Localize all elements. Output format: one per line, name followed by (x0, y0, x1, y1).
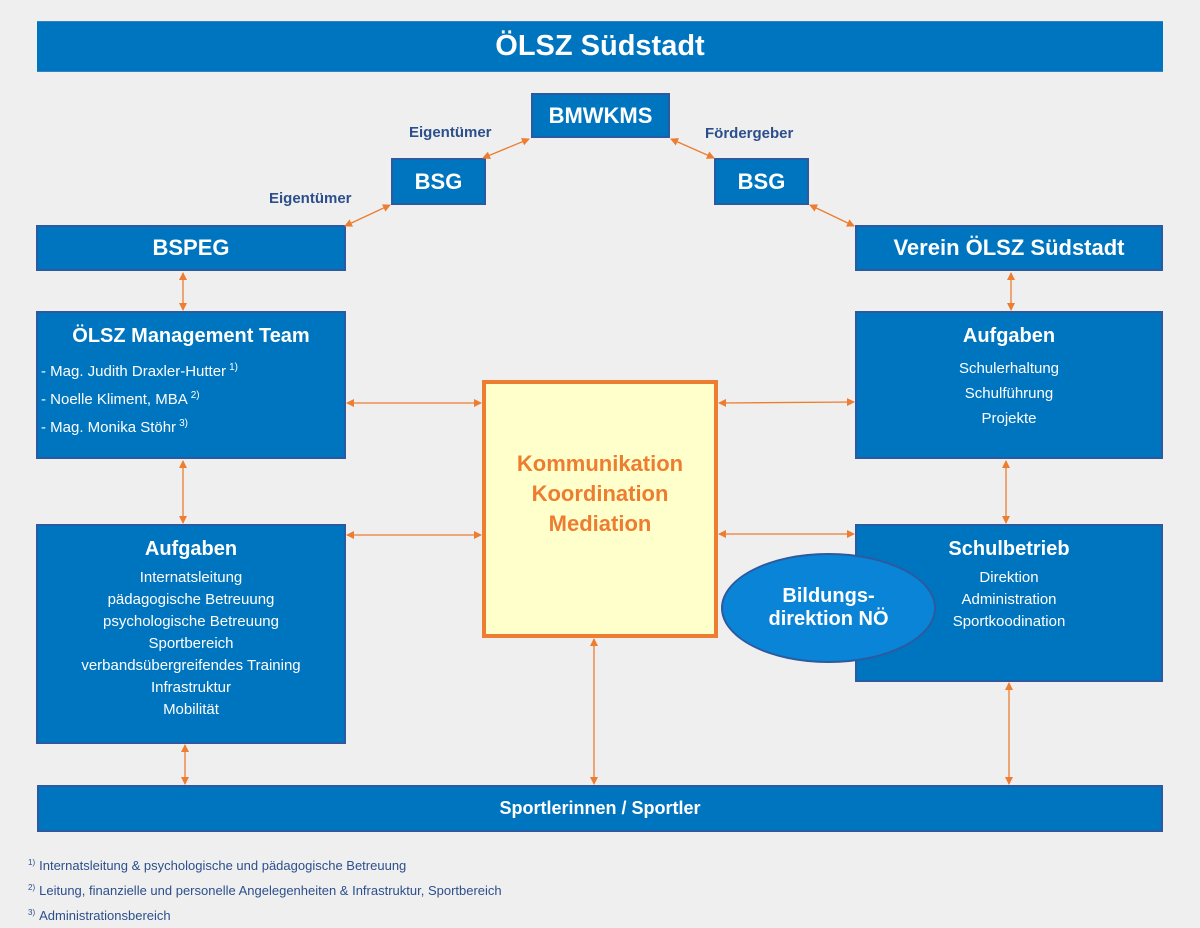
footnote-text: Administrationsbereich (39, 908, 171, 923)
aufgaben-left-item: Internatsleitung (139, 569, 243, 586)
aufgaben-right-item: Schulführung (964, 385, 1054, 402)
aufgaben-right-item: Schulerhaltung (958, 360, 1060, 377)
node-center-kommunikation: Kommunikation Koordination Mediation (482, 380, 718, 638)
footnote-item: 2)Leitung, finanzielle und personelle An… (28, 877, 502, 902)
connector-bsg-right-verein (809, 204, 855, 227)
center-line: Kommunikation (516, 451, 684, 476)
node-bspeg: BSPEG (36, 225, 346, 271)
footnote-item: 1)Internatsleitung & psychologische und … (28, 852, 502, 877)
aufgaben-left-item: psychologische Betreuung (103, 613, 279, 630)
connector-center-aufgaben-right (718, 398, 855, 407)
connector-bsg-left-bspeg (344, 204, 391, 227)
node-management-team: ÖLSZ Management Team - Mag. Judith Draxl… (36, 311, 346, 459)
member-name: - Noelle Kliment, MBA (41, 391, 188, 408)
center-line: Koordination (531, 481, 669, 506)
bildungsdirektion-line: Bildungs- (782, 585, 875, 607)
aufgaben-right-list: Schulerhaltung Schulführung Projekte (857, 356, 1161, 431)
aufgaben-left-item: Mobilität (163, 701, 219, 718)
schulbetrieb-title: Schulbetrieb (948, 538, 1070, 560)
node-bsg-left: BSG (391, 158, 486, 205)
footnote-item: 3)Administrationsbereich (28, 902, 502, 927)
node-verein: Verein ÖLSZ Südstadt (855, 225, 1163, 271)
aufgaben-left-item: Infrastruktur (150, 679, 232, 696)
diagram-title: ÖLSZ Südstadt (37, 21, 1163, 72)
member-footnote-mark: 3) (179, 418, 188, 429)
member-footnote-mark: 1) (229, 362, 238, 373)
aufgaben-left-item: pädagogische Betreuung (107, 591, 275, 608)
member-name: - Mag. Monika Stöhr (41, 419, 177, 436)
footnotes: 1)Internatsleitung & psychologische und … (28, 852, 502, 927)
schulbetrieb-item: Sportkoodination (952, 613, 1066, 630)
footnote-mark: 3) (28, 908, 36, 917)
node-bildungsdirektion: Bildungs- direktion NÖ (721, 553, 936, 663)
member-name: - Mag. Judith Draxler-Hutter (41, 363, 227, 380)
management-title: ÖLSZ Management Team (72, 325, 310, 347)
footnote-text: Leitung, finanzielle und personelle Ange… (39, 883, 502, 898)
aufgaben-right-item: Projekte (981, 410, 1037, 427)
edge-label-eigentuemer-left: Eigentümer (269, 190, 352, 207)
node-bmwkms: BMWKMS (531, 93, 670, 138)
aufgaben-left-item: verbandsübergreifendes Training (81, 657, 301, 674)
schulbetrieb-list: Direktion Administration Sportkoodinatio… (857, 567, 1161, 633)
node-aufgaben-right: Aufgaben Schulerhaltung Schulführung Pro… (855, 311, 1163, 459)
aufgaben-left-title: Aufgaben (144, 538, 238, 560)
connector-bmwkms-bsg-left (482, 137, 530, 160)
bildungsdirektion-line: direktion NÖ (768, 608, 889, 630)
footnote-mark: 2) (28, 883, 36, 892)
node-aufgaben-left: Aufgaben Internatsleitung pädagogische B… (36, 524, 346, 744)
node-sportler: Sportlerinnen / Sportler (37, 785, 1163, 832)
aufgaben-right-title: Aufgaben (962, 325, 1056, 347)
schulbetrieb-item: Direktion (979, 569, 1039, 586)
center-line: Mediation (548, 511, 652, 536)
aufgaben-left-list: Internatsleitung pädagogische Betreuung … (38, 567, 344, 721)
footnote-text: Internatsleitung & psychologische und pä… (39, 858, 407, 873)
member-footnote-mark: 2) (190, 390, 200, 401)
schulbetrieb-item: Administration (961, 591, 1057, 608)
edge-label-foerdergeber: Fördergeber (705, 125, 794, 142)
aufgaben-left-item: Sportbereich (148, 635, 234, 652)
node-bsg-right: BSG (714, 158, 809, 205)
edge-label-eigentuemer-top: Eigentümer (409, 124, 492, 141)
footnote-mark: 1) (28, 858, 36, 867)
